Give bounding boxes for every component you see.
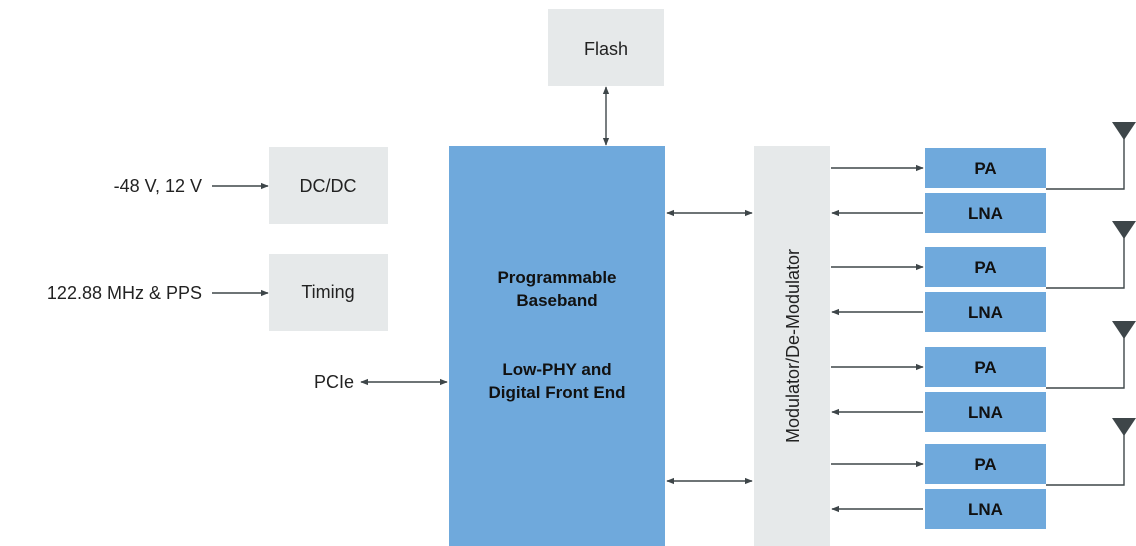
antenna-icon: [1112, 122, 1136, 140]
baseband-line4: Digital Front End: [489, 383, 626, 402]
pa-box: [925, 148, 1046, 188]
lna-label: LNA: [968, 204, 1003, 223]
rf-chain: PA LNA: [831, 122, 1136, 233]
pa-box: [925, 247, 1046, 287]
rf-chains: PA LNA PA LNA PA LNA PA LNA: [831, 122, 1136, 529]
pa-label: PA: [974, 358, 996, 377]
pa-label: PA: [974, 258, 996, 277]
rf-chain: PA LNA: [831, 418, 1136, 529]
baseband-line1: Programmable: [497, 268, 616, 287]
rf-chain: PA LNA: [831, 321, 1136, 432]
pcie-label: PCIe: [314, 372, 354, 392]
lna-label: LNA: [968, 500, 1003, 519]
pa-label: PA: [974, 455, 996, 474]
pa-label: PA: [974, 159, 996, 178]
antenna-feed-line: [1046, 333, 1125, 389]
flash-box: [548, 9, 664, 86]
timing-box: [269, 254, 388, 331]
lna-label: LNA: [968, 403, 1003, 422]
antenna-feed-line: [1046, 233, 1125, 289]
modulator-block: Modulator/De-Modulator: [754, 146, 830, 546]
antenna-icon: [1112, 321, 1136, 339]
lna-box: [925, 193, 1046, 233]
baseband-block: Programmable Baseband Low-PHY and Digita…: [449, 146, 665, 546]
timing-input-label: 122.88 MHz & PPS: [47, 283, 202, 303]
pa-box: [925, 347, 1046, 387]
baseband-line2: Baseband: [516, 291, 597, 310]
rf-chain: PA LNA: [831, 221, 1136, 332]
lna-label: LNA: [968, 303, 1003, 322]
antenna-icon: [1112, 221, 1136, 239]
baseband-line3: Low-PHY and: [502, 360, 611, 379]
dcdc-input-label: -48 V, 12 V: [114, 176, 202, 196]
dcdc-block: DC/DC: [269, 147, 388, 224]
modulator-box: [754, 146, 830, 546]
antenna-feed-line: [1046, 134, 1125, 190]
pa-box: [925, 444, 1046, 484]
lna-box: [925, 292, 1046, 332]
dcdc-box: [269, 147, 388, 224]
baseband-box: [449, 146, 665, 546]
modulator-label: Modulator/De-Modulator: [783, 249, 803, 443]
timing-block: Timing: [269, 254, 388, 331]
flash-label: Flash: [584, 39, 628, 59]
lna-box: [925, 392, 1046, 432]
antenna-feed-line: [1046, 430, 1125, 486]
flash-block: Flash: [548, 9, 664, 86]
antenna-icon: [1112, 418, 1136, 436]
dcdc-label: DC/DC: [300, 176, 357, 196]
timing-label: Timing: [301, 282, 354, 302]
lna-box: [925, 489, 1046, 529]
